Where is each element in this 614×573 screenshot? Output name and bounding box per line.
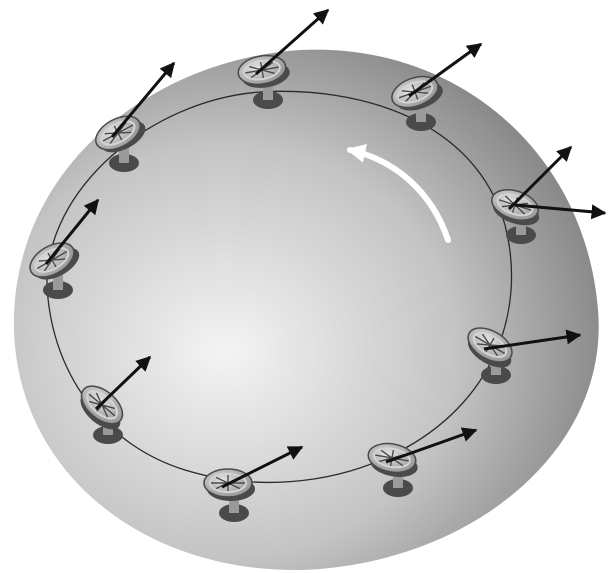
gyroscope-sphere-figure [0,0,614,573]
figure-canvas [0,0,614,573]
